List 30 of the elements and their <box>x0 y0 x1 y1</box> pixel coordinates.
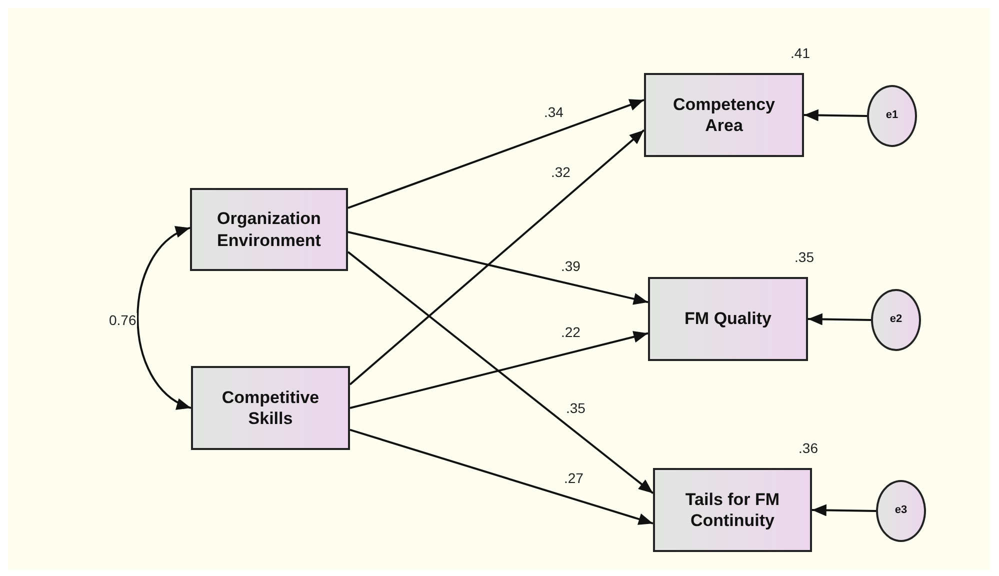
path-arrow <box>136 226 192 409</box>
path-arrow <box>348 231 648 305</box>
node-label: FM Quality <box>684 308 772 330</box>
edge-label: .34 <box>543 105 564 119</box>
path-arrow <box>812 504 876 516</box>
path-arrow <box>350 428 654 525</box>
path-arrow <box>804 109 868 122</box>
path-arrow <box>349 129 645 386</box>
node-label: e3 <box>894 504 908 518</box>
path-arrow <box>348 98 644 209</box>
node-label: Competitive Skills <box>220 386 320 430</box>
edge-label: 0.76 <box>108 313 138 327</box>
node-label: e1 <box>884 109 900 123</box>
variable-box <box>191 366 350 450</box>
r-squared-value: .35 <box>794 249 814 265</box>
path-arrow <box>350 330 648 409</box>
path-arrow <box>347 251 654 494</box>
edge-label: .27 <box>563 471 584 485</box>
path-arrow <box>808 313 872 326</box>
edge-label: .39 <box>560 259 582 273</box>
node-label: Tails for FM Continuity <box>684 488 781 532</box>
r-squared-value: .36 <box>798 440 818 456</box>
node-label: Competency Area <box>672 94 776 136</box>
variable-box <box>190 188 348 271</box>
edge-label: .22 <box>560 325 582 339</box>
node-label: e2 <box>888 313 904 327</box>
node-label: Organization Environment <box>216 208 322 251</box>
edge-label: .32 <box>550 165 572 179</box>
r-squared-value: .41 <box>790 45 810 61</box>
edge-label: .35 <box>565 401 586 415</box>
